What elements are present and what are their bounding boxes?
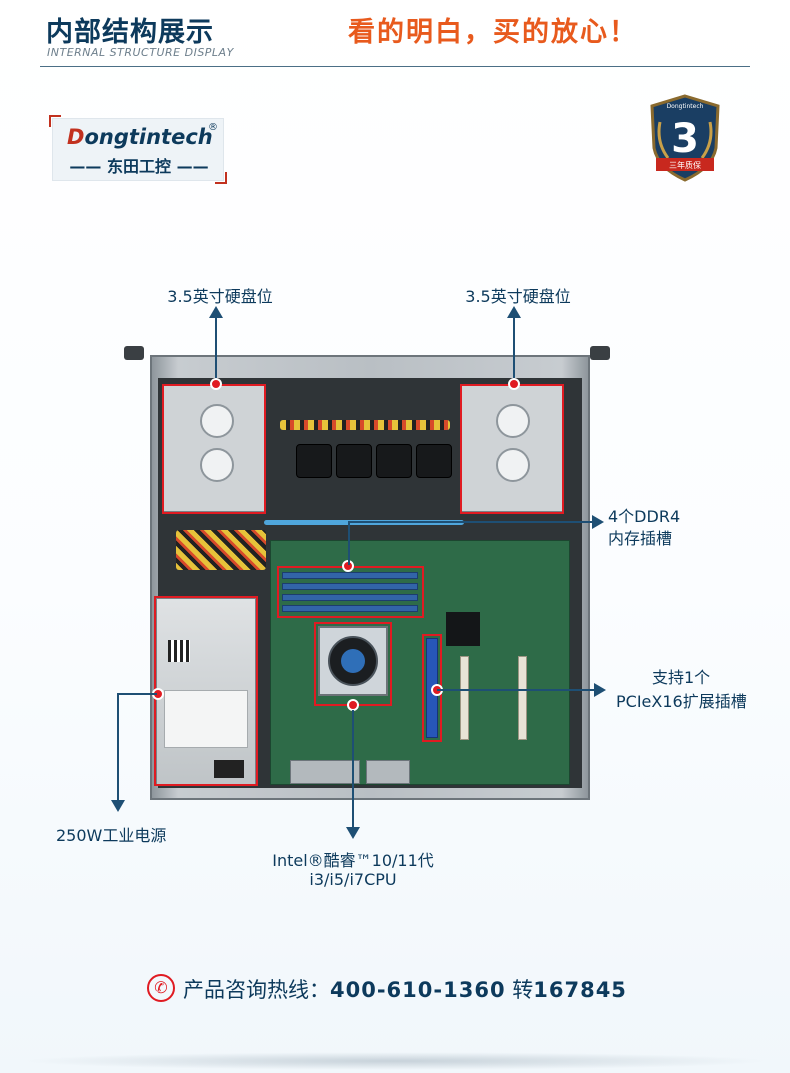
arrow-right-icon	[594, 683, 606, 697]
ram-label-line2: 内存插槽	[608, 529, 673, 548]
callout-line	[117, 693, 119, 801]
hdd-right-label: 3.5英寸硬盘位	[465, 287, 571, 306]
registered-mark: ®	[208, 122, 218, 133]
callout-dot	[508, 378, 520, 390]
qr-code-icon	[168, 640, 190, 662]
cpu-highlight	[314, 622, 392, 706]
callout-line	[437, 689, 595, 691]
logo-corner-br	[215, 172, 227, 184]
ram-label-line1: 4个DDR4	[608, 507, 681, 526]
bay-hole	[200, 448, 234, 482]
bay-hole	[200, 404, 234, 438]
slogan: 看的明白，买的放心！	[348, 17, 638, 48]
callout-line	[348, 521, 594, 523]
page-subtitle: INTERNAL STRUCTURE DISPLAY	[47, 46, 234, 59]
logo-text-en: Dongtintech	[67, 125, 213, 149]
ram-slot	[282, 594, 418, 601]
hotline-number[interactable]: 400-610-1360	[330, 978, 506, 1002]
page-title: 内部结构展示	[46, 17, 214, 48]
bay-hole	[496, 448, 530, 482]
phone-icon: ✆	[147, 974, 175, 1002]
callout-line	[513, 316, 515, 384]
hotline-ext-label: 转	[512, 978, 534, 1002]
arrow-down-icon	[346, 827, 360, 839]
rack-ear-left	[124, 346, 144, 360]
cable-bundle	[280, 420, 450, 430]
logo-corner-tl	[49, 115, 61, 127]
hdd-right-highlight	[460, 384, 564, 514]
callout-line	[348, 521, 350, 565]
fan-hub-icon	[341, 649, 365, 673]
cable-bundle	[176, 530, 266, 570]
psu-highlight	[154, 596, 258, 786]
expansion-slot	[460, 656, 469, 740]
ram-highlight	[277, 566, 424, 618]
system-fan	[376, 444, 412, 478]
callout-dot	[210, 378, 222, 390]
arrow-right-icon	[592, 515, 604, 529]
callout-line	[352, 710, 354, 828]
callout-line	[117, 693, 157, 695]
expansion-slot	[518, 656, 527, 740]
pcie-label-line1: 支持1个	[652, 668, 711, 687]
hotline-label: 产品咨询热线：	[183, 978, 330, 1002]
system-fan	[336, 444, 372, 478]
hotline: 产品咨询热线：400-610-1360 转167845	[183, 974, 627, 1004]
badge-ribbon: 三年质保	[669, 160, 701, 170]
logo-text-cn: —— 东田工控 ——	[69, 157, 209, 176]
system-fan	[296, 444, 332, 478]
system-fan	[416, 444, 452, 478]
hdd-left-highlight	[162, 384, 266, 514]
ram-slot	[282, 583, 418, 590]
callout-line	[215, 316, 217, 384]
ram-slot	[282, 572, 418, 579]
brand-logo: Dongtintech ® —— 东田工控 ——	[49, 115, 227, 184]
arrow-up-icon	[507, 306, 521, 318]
badge-number: 3	[671, 116, 699, 162]
io-ports	[290, 760, 360, 784]
ram-slot	[282, 605, 418, 612]
io-ports	[366, 760, 410, 784]
hdd-left-label: 3.5英寸硬盘位	[167, 287, 273, 306]
shield-icon: Dongtintech 3 三年质保	[650, 94, 720, 182]
warranty-badge: Dongtintech 3 三年质保	[646, 92, 724, 184]
pcie-label-line2: PCIeX16扩展插槽	[616, 692, 747, 711]
psu-label	[164, 690, 248, 748]
rack-ear-right	[590, 346, 610, 360]
cpu-label-line2: i3/i5/i7CPU	[309, 870, 397, 889]
bay-hole	[496, 404, 530, 438]
header-divider	[40, 66, 750, 67]
power-socket	[214, 760, 244, 778]
hotline-ext-number: 167845	[533, 978, 627, 1002]
arrow-down-icon	[111, 800, 125, 812]
psu-label: 250W工业电源	[56, 826, 167, 845]
arrow-up-icon	[209, 306, 223, 318]
chipset	[446, 612, 480, 646]
cpu-label-line1: Intel®酷睿™10/11代	[272, 851, 434, 870]
badge-brand: Dongtintech	[667, 103, 704, 110]
bottom-shadow	[20, 1052, 770, 1070]
